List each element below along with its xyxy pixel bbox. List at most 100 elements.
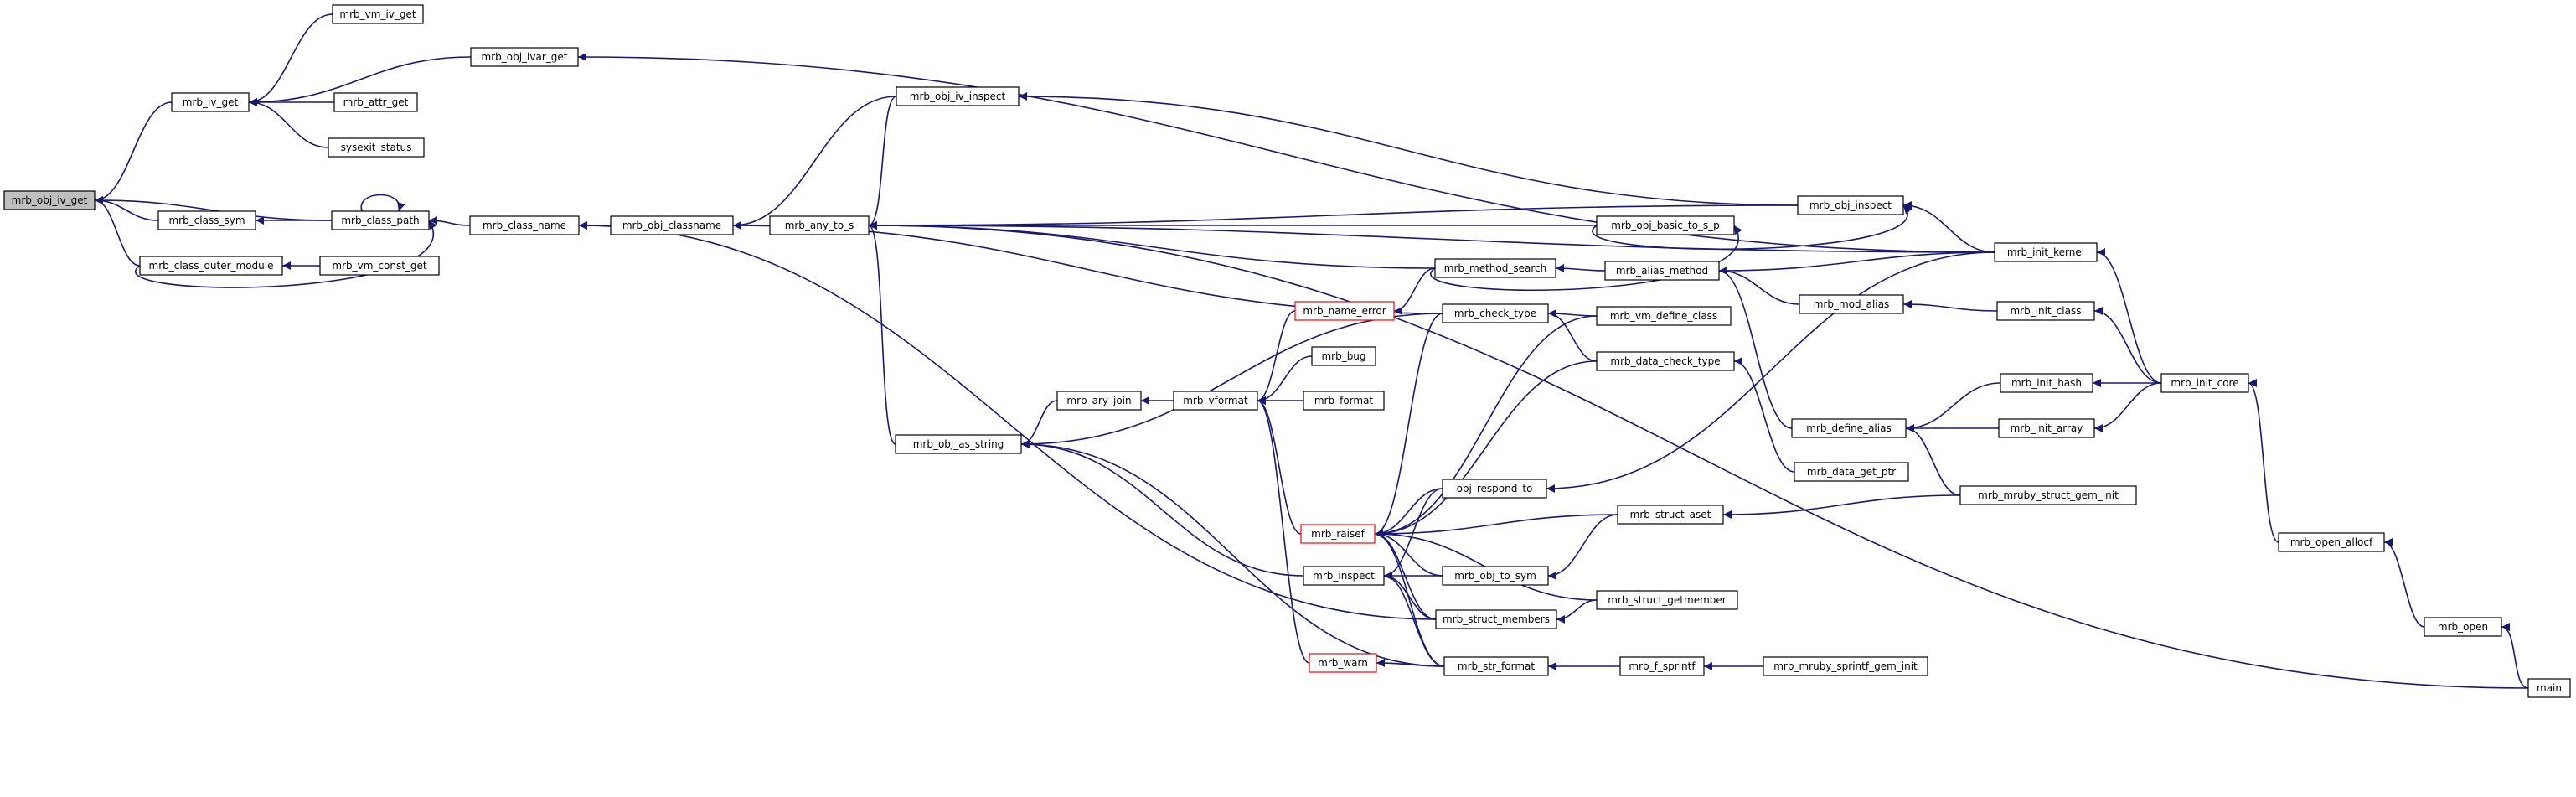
- node-mrb-obj-iv-get[interactable]: mrb_obj_iv_get: [3, 190, 96, 210]
- edge-mrb-class-name-to-mrb-class-path: [428, 216, 471, 226]
- node-box: [1309, 653, 1377, 673]
- node-mrb-class-sym[interactable]: mrb_class_sym: [157, 210, 256, 230]
- node-mrb-vformat[interactable]: mrb_vformat: [1173, 391, 1258, 411]
- node-mrb-vm-const-get[interactable]: mrb_vm_const_get: [319, 256, 440, 276]
- edge-mrb-alias-method-to-mrb-method-search: [1555, 264, 1606, 273]
- node-mrb-obj-iv-inspect[interactable]: mrb_obj_iv_inspect: [896, 86, 1020, 106]
- node-box: [2160, 373, 2249, 393]
- node-mrb-struct-members[interactable]: mrb_struct_members: [1435, 609, 1557, 629]
- node-box: [2278, 532, 2385, 552]
- edge-mrb-obj-inspect-to-mrb-obj-iv-inspect: [1018, 92, 1799, 206]
- node-mrb-obj-as-string[interactable]: mrb_obj_as_string: [895, 434, 1022, 454]
- node-box: [1442, 303, 1549, 323]
- node-mrb-any-to-s[interactable]: mrb_any_to_s: [769, 215, 870, 235]
- node-mrb-method-search[interactable]: mrb_method_search: [1434, 258, 1556, 278]
- node-label: mrb_define_alias: [1806, 422, 1891, 434]
- edge-line: [1718, 267, 1800, 305]
- edge-line: [248, 56, 472, 106]
- node-mrb-vm-iv-get[interactable]: mrb_vm_iv_get: [332, 4, 424, 24]
- node-mrb-iv-get[interactable]: mrb_iv_get: [171, 92, 250, 112]
- node-mrb-ary-join[interactable]: mrb_ary_join: [1056, 391, 1142, 411]
- node-mrb-mod-alias[interactable]: mrb_mod_alias: [1799, 294, 1904, 314]
- node-mrb-obj-inspect[interactable]: mrb_obj_inspect: [1797, 195, 1904, 215]
- node-label: mrb_vformat: [1183, 395, 1248, 406]
- node-mrb-obj-basic-to-s-p[interactable]: mrb_obj_basic_to_s_p: [1596, 215, 1735, 235]
- node-label: mrb_warn: [1318, 657, 1368, 669]
- node-mrb-raisef[interactable]: mrb_raisef: [1300, 524, 1376, 544]
- node-mrb-init-kernel[interactable]: mrb_init_kernel: [1994, 242, 2098, 262]
- node-box: [3, 190, 96, 210]
- node-box: [1604, 261, 1720, 281]
- node-box: [1994, 242, 2098, 262]
- node-mrb-mruby-sprintf-gem-init[interactable]: mrb_mruby_sprintf_gem_init: [1763, 656, 1928, 676]
- node-mrb-obj-ivar-get[interactable]: mrb_obj_ivar_get: [470, 47, 579, 67]
- node-label: mrb_class_name: [483, 220, 566, 231]
- node-label: mrb_raisef: [1311, 528, 1365, 540]
- edge-line: [2501, 623, 2529, 689]
- node-box: [1794, 462, 1909, 482]
- edge-line: [1547, 309, 1598, 362]
- node-box: [1303, 566, 1385, 586]
- node-mrb-check-type[interactable]: mrb_check_type: [1442, 303, 1549, 323]
- edge-line: [1374, 488, 1443, 538]
- node-mrb-struct-aset[interactable]: mrb_struct_aset: [1617, 505, 1724, 525]
- node-label: mrb_f_sprintf: [1629, 660, 1696, 672]
- node-mrb-struct-getmember[interactable]: mrb_struct_getmember: [1596, 590, 1738, 610]
- edge-line: [1430, 225, 1742, 292]
- node-sysexit-status[interactable]: sysexit_status: [328, 137, 425, 158]
- edge-mrb-obj-iv-inspect-to-mrb-any-to-s: [868, 96, 897, 230]
- node-mrb-inspect[interactable]: mrb_inspect: [1303, 566, 1385, 586]
- node-mrb-init-core[interactable]: mrb_init_core: [2160, 373, 2249, 393]
- node-mrb-bug[interactable]: mrb_bug: [1311, 346, 1376, 366]
- node-label: mrb_mruby_sprintf_gem_init: [1773, 660, 1918, 672]
- node-mrb-class-path[interactable]: mrb_class_path: [331, 210, 430, 230]
- node-mrb-open-allocf[interactable]: mrb_open_allocf: [2278, 532, 2385, 552]
- node-box: [1294, 301, 1395, 321]
- node-mrb-f-sprintf[interactable]: mrb_f_sprintf: [1619, 656, 1705, 676]
- node-mrb-mruby-struct-gem-init[interactable]: mrb_mruby_struct_gem_init: [1959, 485, 2137, 505]
- node-mrb-obj-to-sym[interactable]: mrb_obj_to_sym: [1442, 566, 1549, 586]
- node-mrb-init-array[interactable]: mrb_init_array: [1998, 418, 2095, 438]
- node-box: [895, 434, 1022, 454]
- node-mrb-define-alias[interactable]: mrb_define_alias: [1791, 418, 1907, 438]
- node-mrb-init-class[interactable]: mrb_init_class: [1996, 301, 2095, 321]
- node-mrb-warn[interactable]: mrb_warn: [1309, 653, 1377, 673]
- edge-mrb-class-path-to-mrb-class-path: [360, 194, 405, 212]
- edge-mrb-check-type-to-mrb-raisef: [1374, 313, 1443, 538]
- edge-mrb-init-core-to-mrb-init-array: [2093, 382, 2162, 432]
- edge-mrb-name-error-to-mrb-vformat: [1257, 310, 1296, 405]
- node-mrb-format[interactable]: mrb_format: [1303, 391, 1385, 411]
- node-label: mrb_obj_ivar_get: [482, 51, 568, 63]
- node-mrb-data-get-ptr[interactable]: mrb_data_get_ptr: [1794, 462, 1909, 482]
- node-mrb-open[interactable]: mrb_open: [2424, 617, 2502, 637]
- edge-mrb-struct-getmember-to-mrb-struct-members: [1556, 599, 1598, 624]
- node-mrb-str-format[interactable]: mrb_str_format: [1443, 656, 1549, 676]
- node-mrb-alias-method[interactable]: mrb_alias_method: [1604, 261, 1720, 281]
- node-box: [896, 86, 1020, 106]
- node-mrb-class-outer-module[interactable]: mrb_class_outer_module: [139, 256, 283, 276]
- node-mrb-name-error[interactable]: mrb_name_error: [1294, 301, 1395, 321]
- edge-line: [1592, 204, 1913, 251]
- edge-mrb-data-get-ptr-to-mrb-data-check-type: [1733, 357, 1795, 473]
- node-main[interactable]: main: [2527, 678, 2571, 698]
- node-label: mrb_obj_basic_to_s_p: [1611, 220, 1720, 231]
- node-box: [1617, 505, 1724, 525]
- node-mrb-init-hash[interactable]: mrb_init_hash: [2000, 373, 2093, 393]
- node-obj-respond-to[interactable]: obj_respond_to: [1442, 479, 1547, 499]
- node-label: mrb_vm_iv_get: [339, 8, 416, 20]
- node-mrb-attr-get[interactable]: mrb_attr_get: [333, 92, 418, 112]
- node-box: [1442, 566, 1549, 586]
- edge-mrb-open-allocf-to-mrb-init-core: [2248, 379, 2279, 543]
- node-box: [1442, 479, 1547, 499]
- node-label: mrb_attr_get: [343, 96, 409, 108]
- node-mrb-vm-define-class[interactable]: mrb_vm_define_class: [1596, 306, 1732, 326]
- node-mrb-class-name[interactable]: mrb_class_name: [469, 215, 580, 235]
- node-mrb-data-check-type[interactable]: mrb_data_check_type: [1596, 351, 1735, 371]
- edge-line: [428, 216, 471, 226]
- edge-mrb-init-class-to-mrb-mod-alias: [1902, 300, 1998, 312]
- edge-sysexit-status-to-mrb-iv-get: [248, 98, 329, 148]
- edge-mrb-check-type-to-mrb-obj-as-string: [1020, 313, 1443, 448]
- node-mrb-obj-classname[interactable]: mrb_obj_classname: [610, 215, 734, 235]
- edge-line: [94, 196, 159, 221]
- node-label: mrb_class_outer_module: [149, 260, 274, 272]
